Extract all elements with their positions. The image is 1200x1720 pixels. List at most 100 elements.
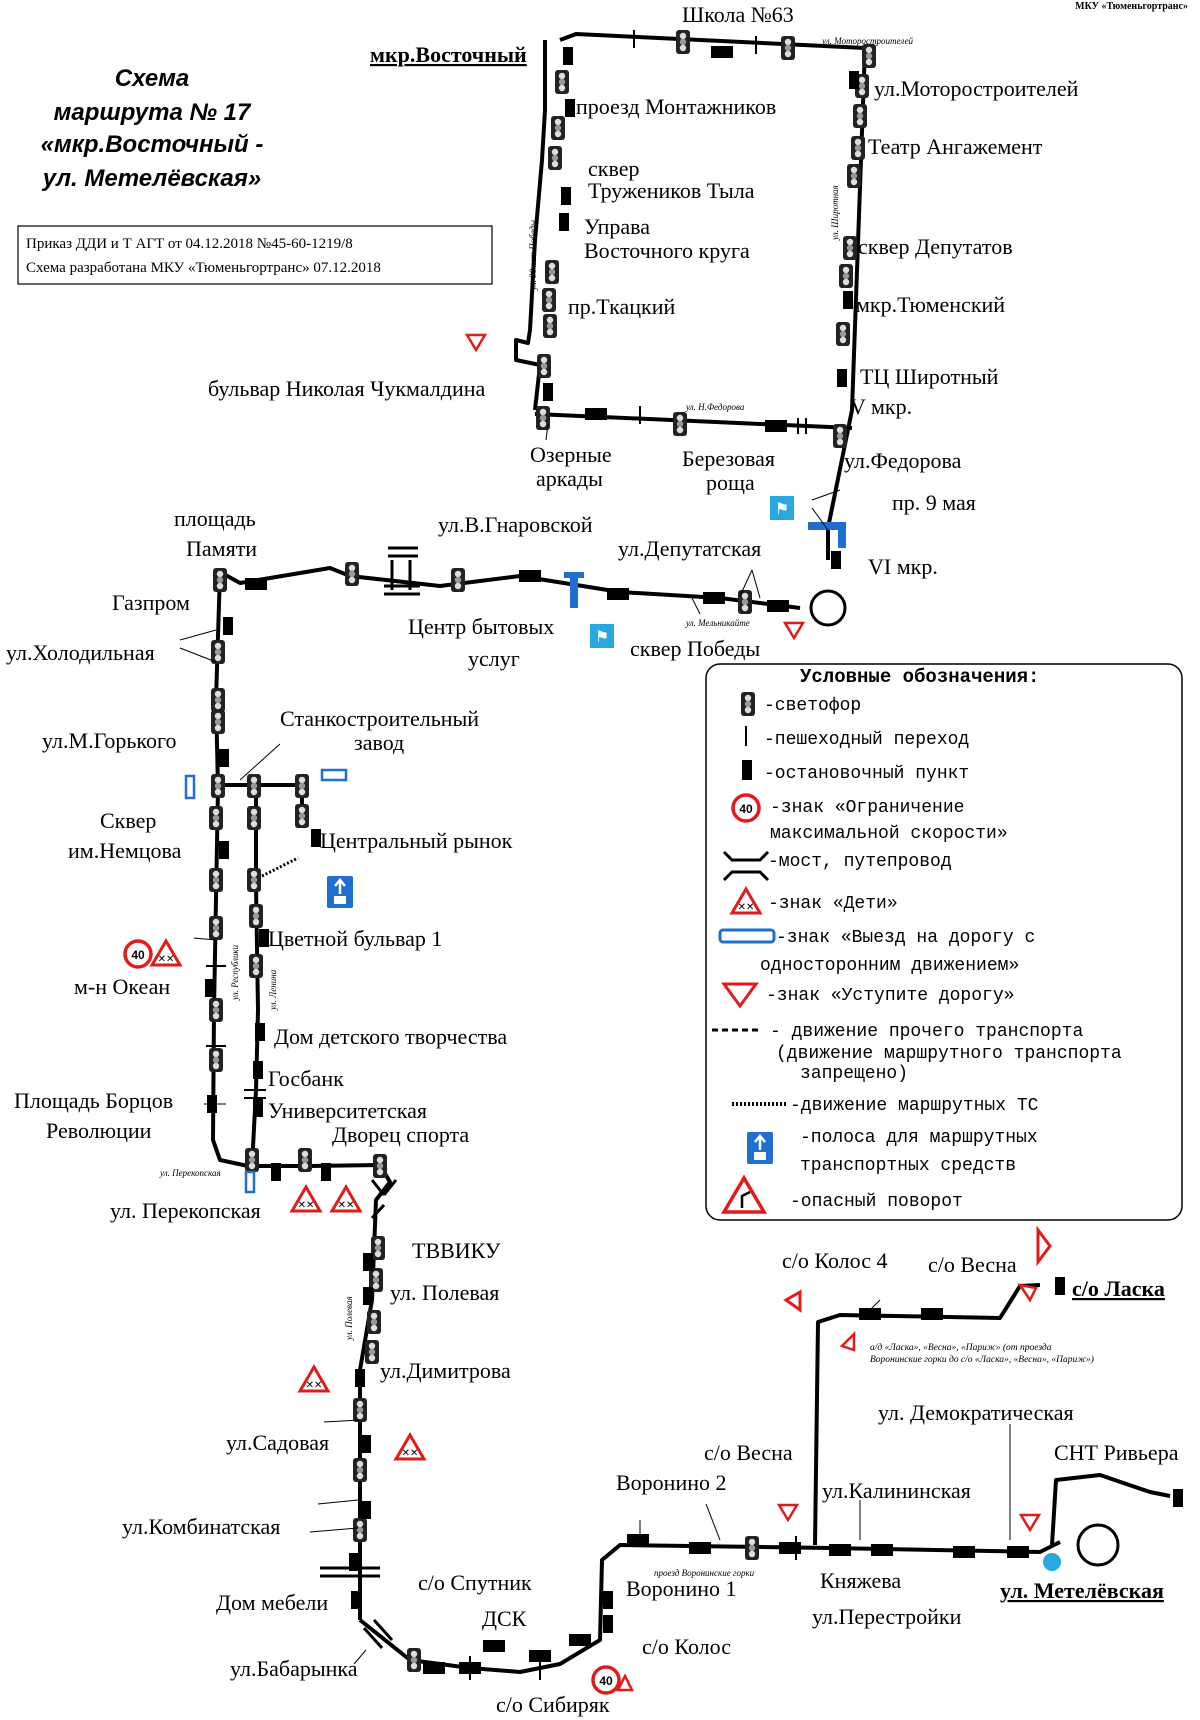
stop-label: с/о Весна: [704, 1440, 793, 1465]
legend-item: (движение маршрутного транспорта: [776, 1044, 1122, 1064]
stop-icon: [742, 760, 752, 780]
leader-lines: [179, 423, 1011, 1665]
stop-label: Сквер: [100, 808, 156, 833]
order-box: [17, 225, 493, 285]
stop-label: Воронино 2: [616, 1470, 727, 1495]
street-label: ул. Перекопская: [159, 1168, 221, 1178]
street-labels: ул. Моторостроителей ул. 30 лет Победы у…: [159, 36, 913, 1578]
traffic-light-icon: [741, 692, 755, 716]
stop-label: сквер Депутатов: [858, 234, 1013, 259]
stop-label: Центральный рынок: [320, 828, 513, 853]
stop-label: площадь: [174, 506, 256, 531]
stop-label: Станкостроительный: [280, 706, 479, 731]
stop-label: Революции: [46, 1118, 152, 1143]
stop-label: проезд Монтажников: [576, 94, 776, 119]
legend-item: односторонним движением»: [760, 956, 1019, 976]
legend-item: -знак «Ограничение: [770, 798, 964, 818]
stop-label: мкр.Тюменский: [856, 292, 1005, 317]
oneway-signs: [184, 522, 846, 1194]
yield-signs: [465, 333, 1052, 1532]
street-label: ул. Полевая: [344, 1296, 354, 1341]
speed-limit-value: 40: [739, 802, 753, 816]
stop-label: завод: [354, 730, 404, 755]
stop-label: м-н Океан: [74, 974, 170, 999]
title-line-4: ул. Метелёвская»: [42, 165, 261, 192]
stop-label: Восточного круга: [584, 238, 750, 263]
bus-lane-sign-icon: [325, 874, 355, 910]
legend-item: -остановочный пункт: [764, 764, 969, 784]
title-line-1: Схема: [115, 65, 190, 92]
note-line-1: а/д «Ласка», «Весна», «Париж» (от проезд…: [870, 1342, 1052, 1353]
stop-label: V мкр.: [850, 394, 912, 419]
stop-label: ул.Депутатская: [618, 536, 761, 561]
street-label: ул. Широтная: [830, 185, 840, 241]
street-label: ул. Мельникайте: [685, 618, 750, 628]
stop-label: Цветной бульвар 1: [268, 926, 442, 951]
stop-label: Театр Ангажемент: [868, 134, 1043, 159]
stop-label: Дом мебели: [216, 1590, 328, 1615]
crossing-sign-icon: [770, 496, 794, 520]
dangerous-turn-icon: [615, 1673, 635, 1692]
route-tc-arrows: [261, 856, 299, 878]
terminal-laska: с/о Ласка: [1072, 1276, 1165, 1301]
stop-label: Березовая: [682, 446, 775, 471]
organization-label: МКУ «Тюменьгортранс»: [1075, 1, 1188, 12]
legend-item: -пешеходный переход: [764, 730, 969, 750]
stop-label: бульвар Николая Чукмалдина: [208, 376, 486, 401]
street-label: проезд Воронинские горки: [654, 1568, 755, 1578]
speed-limit-icon: [591, 1665, 621, 1695]
stop-label: СНТ Ривьера: [1054, 1440, 1179, 1465]
metelevskaya-sign-icon: [1043, 1553, 1061, 1571]
stop-label: ул.В.Гнаровской: [438, 512, 593, 537]
stop-label: ул. Полевая: [390, 1280, 499, 1305]
stop-label: с/о Весна: [928, 1252, 1017, 1277]
legend-item: -движение маршрутных ТС: [790, 1096, 1039, 1116]
stop-label: Памяти: [186, 536, 257, 561]
stop-label: ТВВИКУ: [412, 1238, 501, 1263]
yield-sign-icon: [721, 982, 759, 1009]
stop-label: Управа: [584, 214, 650, 239]
stop-label: им.Немцова: [68, 838, 182, 863]
stop-label: сквер: [588, 156, 639, 181]
terminal-ring-east: [809, 589, 847, 627]
note-line-2: Воронинские горки до с/о «Ласка», «Весна…: [870, 1354, 1094, 1365]
stop-label: Озерные: [530, 442, 612, 467]
stop-label: Княжева: [820, 1568, 901, 1593]
stop-label: Госбанк: [268, 1066, 344, 1091]
street-label: ул. Ленина: [268, 969, 278, 1011]
legend-heading: Условные обозначения:: [800, 666, 1039, 688]
stop-label: ул. Перекопская: [110, 1198, 261, 1223]
bus-lane-sign-icon: [745, 1130, 775, 1166]
title-line-2: маршрута № 17: [54, 99, 252, 126]
stop-label: с/о Спутник: [418, 1570, 532, 1595]
stop-label: VI мкр.: [868, 554, 938, 579]
title-line-3: «мкр.Восточный -: [41, 131, 264, 158]
legend: Условные обозначения: -светофор -пешеход…: [705, 663, 1183, 1221]
street-label: ул. Моторостроителей: [821, 36, 913, 46]
legend-item: -мост, путепровод: [768, 852, 952, 872]
stop-label: ул.Калининская: [822, 1478, 971, 1503]
stop-label: с/о Сибиряк: [496, 1692, 610, 1717]
order-line-1: Приказ ДДИ и Т АГТ от 04.12.2018 №45-60-…: [26, 236, 353, 252]
legend-item: запрещено): [800, 1064, 908, 1084]
stop-label: ул.М.Горького: [42, 728, 176, 753]
stop-label: Центр бытовых: [408, 614, 554, 639]
bridges: [320, 546, 420, 1650]
stop-label: Газпром: [112, 590, 190, 615]
legend-item: максимальной скорости»: [770, 824, 1008, 844]
stop-label: услуг: [468, 646, 520, 671]
stop-label: пр. 9 мая: [892, 490, 976, 515]
crossing-sign-icon: [590, 624, 614, 648]
legend-item: -знак «Дети»: [768, 894, 898, 914]
stop-label: ТЦ Широтный: [860, 364, 999, 389]
stop-label: ул.Федорова: [844, 448, 962, 473]
stop-label: ул.Комбинатская: [122, 1514, 280, 1539]
stop-label: Университетская: [268, 1098, 427, 1123]
legend-box: [705, 663, 1183, 1221]
legend-item: -полоса для маршрутных: [800, 1128, 1038, 1148]
stop-label: ул.Моторостроителей: [874, 76, 1079, 101]
stop-label: ул. Демократическая: [878, 1400, 1074, 1425]
speed-limit-icon: [731, 793, 761, 823]
terminal-ring-metelevskaya: [1076, 1523, 1120, 1567]
